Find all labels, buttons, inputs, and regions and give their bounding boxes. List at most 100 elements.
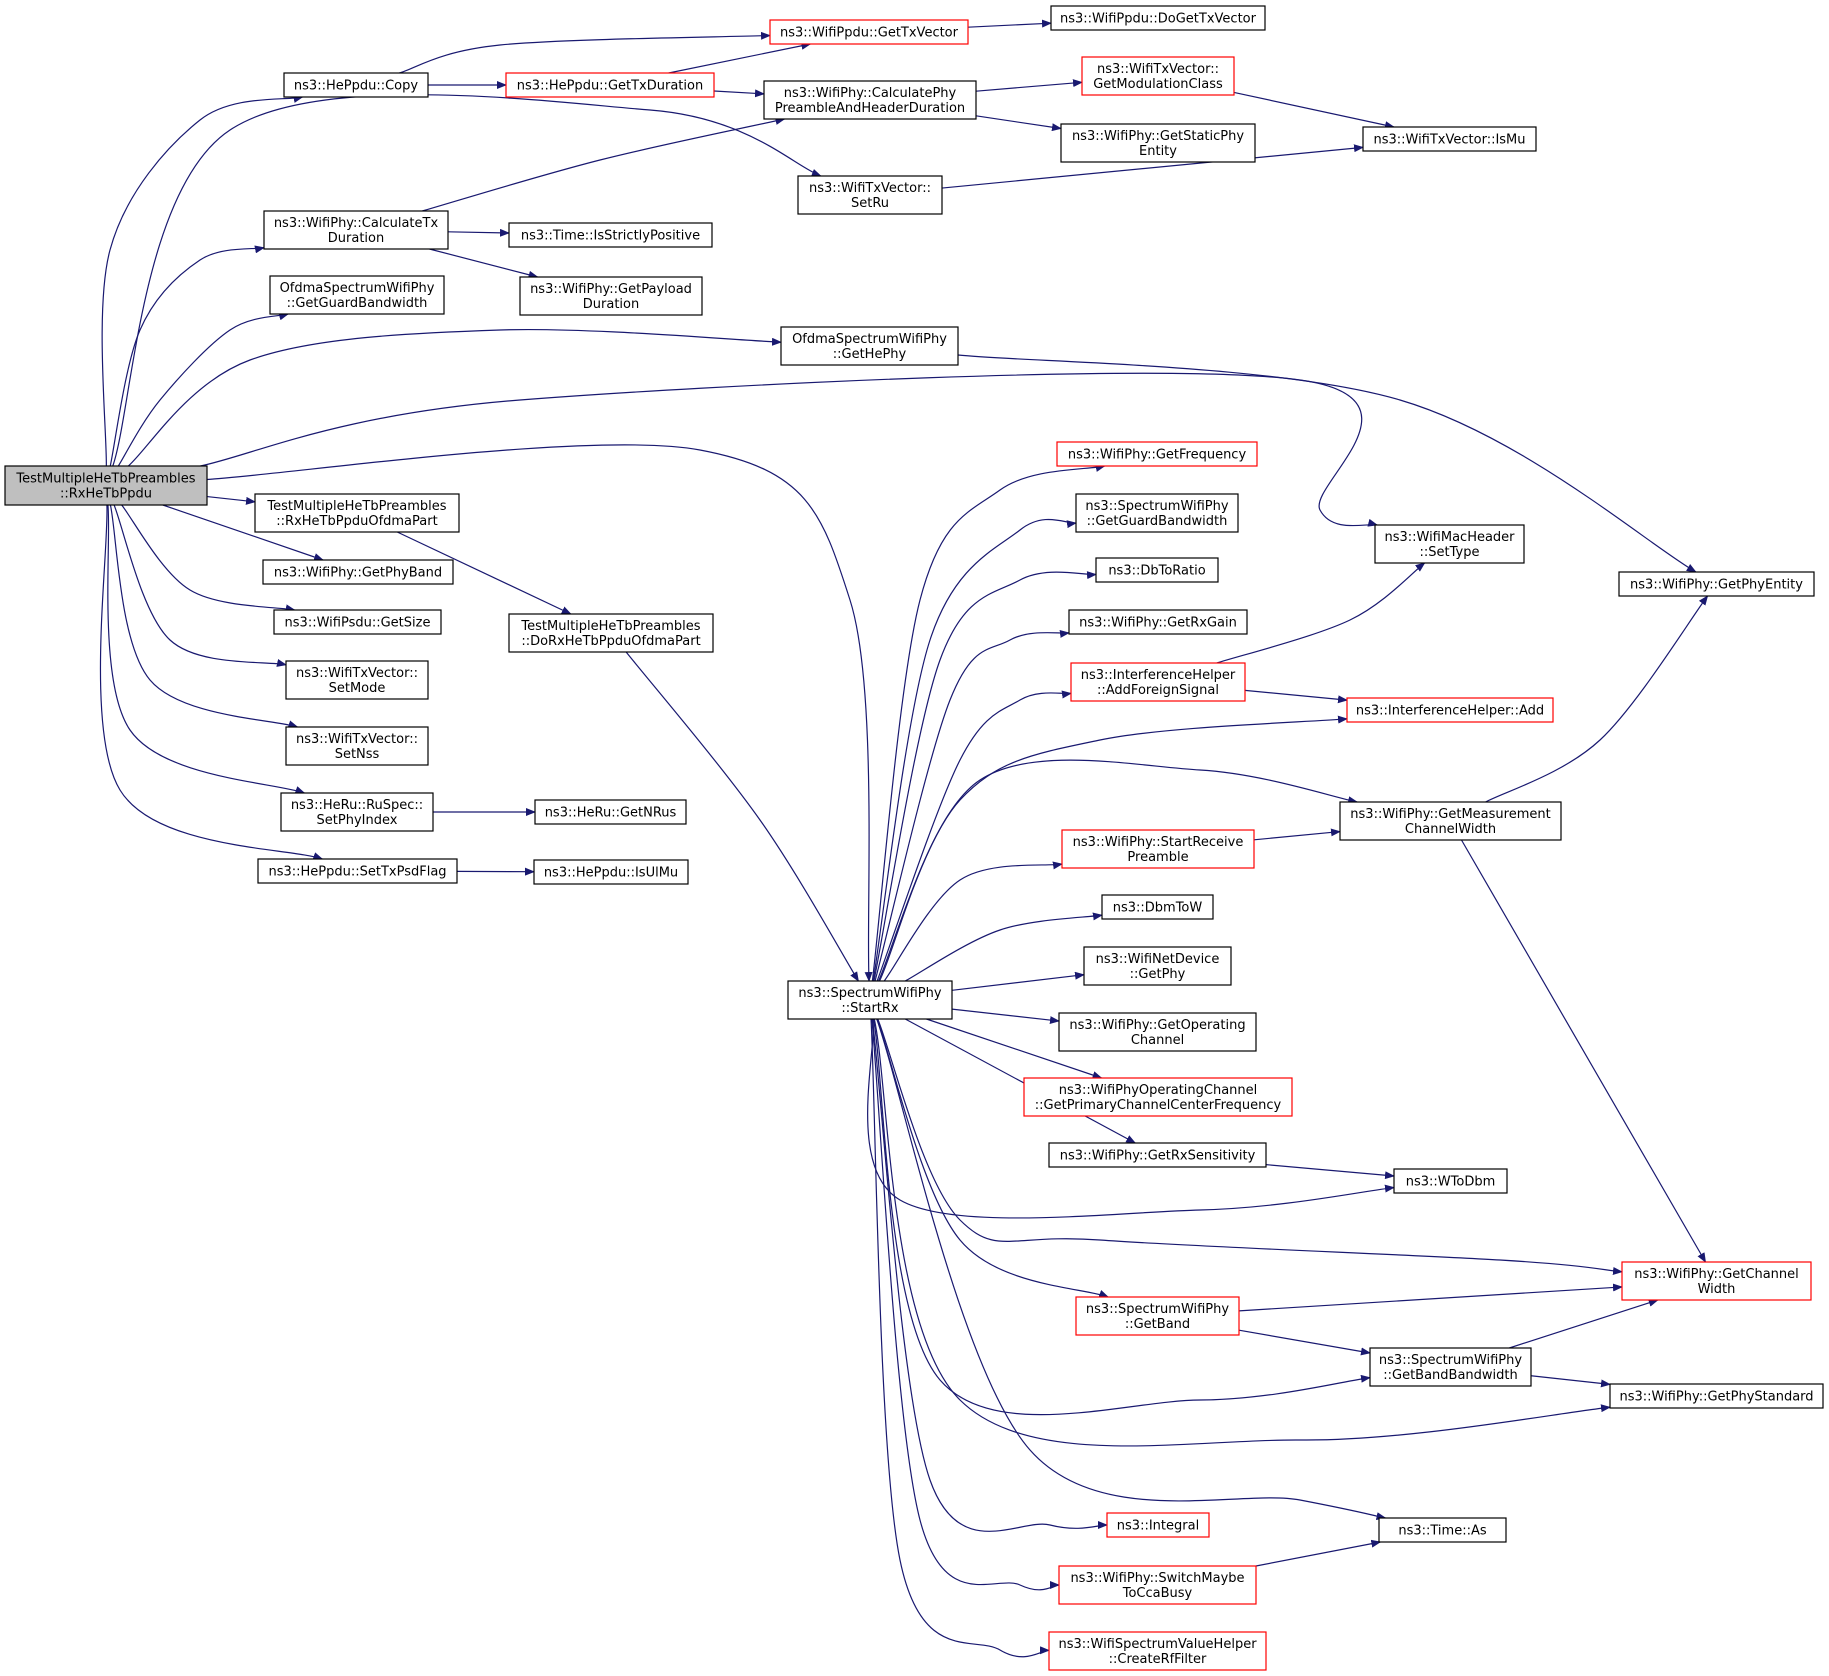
node-box	[787, 980, 953, 1020]
node-get-rx-sensitivity[interactable]: ns3::WifiPhy::GetRxSensitivity	[1048, 1142, 1267, 1168]
node-box	[769, 19, 969, 45]
edge-start_rx-to-w_to_dbm	[867, 1018, 1395, 1219]
node-label: ns3::HePpdu::Copy	[294, 79, 418, 94]
node-db-to-ratio[interactable]: ns3::DbToRatio	[1095, 557, 1219, 583]
node-label: ::StartRx	[841, 1001, 899, 1016]
node-heru-get-nrus[interactable]: ns3::HeRu::GetNRus	[534, 799, 687, 825]
edge-start_rx-to-get_measurement_cw	[878, 759, 1359, 982]
edge-start_rx-to-add_foreign_signal	[876, 690, 1072, 982]
node-interference-add[interactable]: ns3::InterferenceHelper::Add	[1346, 697, 1554, 723]
node-label: OfdmaSpectrumWifiPhy	[280, 281, 435, 296]
node-psdu-get-size[interactable]: ns3::WifiPsdu::GetSize	[273, 609, 442, 635]
node-txv-set-ru[interactable]: ns3::WifiTxVector::SetRu	[797, 175, 943, 215]
node-txv-set-nss[interactable]: ns3::WifiTxVector::SetNss	[285, 726, 429, 766]
node-add-foreign-signal[interactable]: ns3::InterferenceHelper::AddForeignSigna…	[1070, 662, 1246, 702]
node-calc-preamble-header[interactable]: ns3::WifiPhy::CalculatePhyPreambleAndHea…	[763, 80, 977, 120]
node-integral[interactable]: ns3::Integral	[1106, 1512, 1210, 1538]
node-netdevice-get-phy[interactable]: ns3::WifiNetDevice::GetPhy	[1083, 946, 1232, 986]
node-box	[1618, 571, 1815, 597]
node-root[interactable]: TestMultipleHeTbPreambles::RxHeTbPpdu	[4, 465, 208, 506]
node-get-phy-standard[interactable]: ns3::WifiPhy::GetPhyStandard	[1609, 1383, 1824, 1409]
node-box	[1378, 1517, 1507, 1543]
node-label: GetModulationClass	[1093, 77, 1223, 92]
node-w-to-dbm[interactable]: ns3::WToDbm	[1393, 1168, 1508, 1194]
node-label: ::SetType	[1420, 545, 1480, 560]
node-wifippdu-doget-txvector[interactable]: ns3::WifiPpdu::DoGetTxVector	[1050, 5, 1266, 31]
node-box	[1621, 1261, 1812, 1301]
node-get-frequency[interactable]: ns3::WifiPhy::GetFrequency	[1056, 441, 1258, 467]
node-box	[1083, 946, 1232, 986]
node-box	[519, 276, 703, 316]
node-mac-header-set-type[interactable]: ns3::WifiMacHeader::SetType	[1374, 524, 1525, 564]
node-get-phy-band[interactable]: ns3::WifiPhy::GetPhyBand	[262, 559, 454, 585]
node-heppdu-is-ul-mu[interactable]: ns3::HePpdu::IsUlMu	[533, 859, 689, 885]
node-do-rx-ofdma-part[interactable]: TestMultipleHeTbPreambles::DoRxHeTbPpduO…	[508, 613, 714, 653]
node-label: ns3::WifiPhy::GetRxGain	[1079, 616, 1237, 631]
node-heppdu-copy[interactable]: ns3::HePpdu::Copy	[283, 72, 429, 98]
node-label: ns3::WifiMacHeader	[1384, 530, 1515, 545]
node-label: ::AddForeignSignal	[1097, 683, 1219, 698]
node-get-rx-gain[interactable]: ns3::WifiPhy::GetRxGain	[1068, 609, 1248, 635]
node-wifippdu-get-txvector[interactable]: ns3::WifiPpdu::GetTxVector	[769, 19, 969, 45]
node-box	[262, 559, 454, 585]
node-label: ns3::SpectrumWifiPhy	[1379, 1353, 1522, 1368]
node-heppdu-set-txpsd[interactable]: ns3::HePpdu::SetTxPsdFlag	[257, 858, 458, 884]
node-box	[257, 858, 458, 884]
node-get-phy-entity[interactable]: ns3::WifiPhy::GetPhyEntity	[1618, 571, 1815, 597]
edge-calc_tx_duration-to-calc_preamble_header	[422, 117, 786, 212]
node-box	[1048, 1142, 1267, 1168]
node-label: ns3::WifiPhy::GetChannel	[1634, 1267, 1799, 1282]
node-spectrum-get-band[interactable]: ns3::SpectrumWifiPhy::GetBand	[1075, 1296, 1240, 1336]
edge-calc_tx_duration-to-get_payload_duration	[429, 248, 539, 279]
node-heppdu-get-txduration[interactable]: ns3::HePpdu::GetTxDuration	[505, 72, 715, 98]
node-label: ns3::WifiPhyOperatingChannel	[1059, 1083, 1258, 1098]
node-start-rx[interactable]: ns3::SpectrumWifiPhy::StartRx	[787, 980, 953, 1020]
node-get-band-bandwidth[interactable]: ns3::SpectrumWifiPhy::GetBandBandwidth	[1369, 1347, 1532, 1387]
node-box	[797, 175, 943, 215]
node-get-modulation-class[interactable]: ns3::WifiTxVector::GetModulationClass	[1081, 56, 1235, 96]
node-label: ::GetGuardBandwidth	[1087, 514, 1228, 529]
edge-root-to-txv_set_nss	[109, 504, 299, 729]
node-ofdma-get-hephy[interactable]: OfdmaSpectrumWifiPhy::GetHePhy	[780, 326, 959, 366]
edge-get_measurement_cw-to-get_phy_entity	[1485, 595, 1709, 803]
node-txv-is-mu[interactable]: ns3::WifiTxVector::IsMu	[1362, 126, 1537, 152]
edge-start_rx-to-get_phy_standard	[873, 1018, 1611, 1447]
node-rx-ofdma-part[interactable]: TestMultipleHeTbPreambles::RxHeTbPpduOfd…	[254, 493, 460, 533]
edge-root-to-ofdma_guard_bw	[117, 312, 290, 467]
node-box	[280, 792, 434, 832]
node-time-is-strictly-positive[interactable]: ns3::Time::IsStrictlyPositive	[508, 222, 713, 248]
edge-start_rx-to-dbm_to_w	[905, 912, 1103, 982]
edge-root-to-start_rx	[206, 444, 873, 982]
node-create-rf-filter[interactable]: ns3::WifiSpectrumValueHelper::CreateRfFi…	[1048, 1631, 1267, 1671]
node-label: TestMultipleHeTbPreambles	[15, 472, 195, 487]
edge-add_foreign_signal-to-interference_add	[1244, 689, 1348, 704]
edge-start_rx-to-start_receive_preamble	[883, 861, 1063, 982]
node-label: ns3::WifiPpdu::DoGetTxVector	[1060, 12, 1257, 27]
node-spectrum-guard-bw[interactable]: ns3::SpectrumWifiPhy::GetGuardBandwidth	[1075, 493, 1239, 533]
edge-get_band_bandwidth-to-get_channel_width	[1509, 1298, 1659, 1349]
edge-root-to-rx_ofdma_part	[206, 495, 256, 505]
node-time-as[interactable]: ns3::Time::As	[1378, 1517, 1507, 1543]
node-box	[1068, 609, 1248, 635]
edge-get_measurement_cw-to-get_channel_width	[1460, 839, 1707, 1263]
edge-start_rx-to-get_frequency	[871, 464, 1106, 982]
edge-calc_tx_duration-to-time_is_strictly_positive	[447, 228, 510, 237]
node-label: ns3::WifiPhy::CalculatePhy	[784, 86, 957, 101]
node-txv-set-mode[interactable]: ns3::WifiTxVector::SetMode	[285, 660, 429, 700]
node-dbm-to-w[interactable]: ns3::DbmToW	[1101, 894, 1214, 920]
node-label: ::DoRxHeTbPpduOfdmaPart	[521, 634, 700, 649]
node-ofdma-guard-bw[interactable]: OfdmaSpectrumWifiPhy::GetGuardBandwidth	[269, 275, 445, 315]
node-primary-center-freq[interactable]: ns3::WifiPhyOperatingChannel::GetPrimary…	[1023, 1077, 1293, 1117]
node-box	[1369, 1347, 1532, 1387]
node-box	[1339, 801, 1562, 841]
node-ruspec-set-phy-index[interactable]: ns3::HeRu::RuSpec::SetPhyIndex	[280, 792, 434, 832]
